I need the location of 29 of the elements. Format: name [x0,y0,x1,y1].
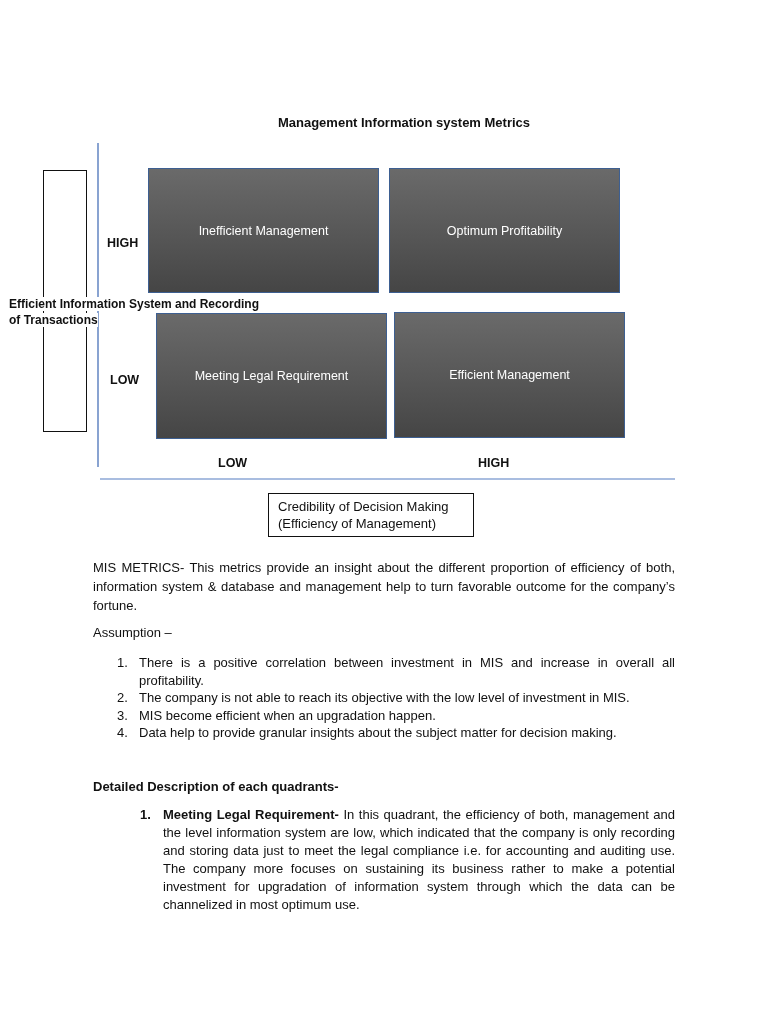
quadrant-label: Optimum Profitability [445,222,564,239]
axis-title: Credibility of Decision Making [278,498,450,515]
list-number: 3. [117,707,128,723]
section-heading: Assumption – [93,625,172,640]
section-heading: Detailed Description of each quadrants- [93,778,339,794]
list-number: 1. [140,806,151,822]
quadrant-box [394,312,625,438]
quadrant-box [389,168,620,293]
quadrant-label: Inefficient Management [197,222,330,239]
list-item-text: The company is not able to reach its objective with the low level of investment in MIS. [139,690,630,705]
list-item-text: Meeting Legal Requirement- In this quadrant, the efficiency of both, management and the level information system are low, which indicated that the company is only recording and storing data just to meet the legal compliance i.e. for accounting and auditing use. The company more focuses on sustaining its business rather to make a potential investment for upgradation of information system through which the data can be channelized in most optimum use. [163,806,675,912]
list-item-text: There is a positive correlation between investment in MIS and increase in overall all profitability. [139,655,675,688]
quadrant-label: Efficient Management [448,367,571,383]
list-item-text: Data help to provide granular insights about the subject matter for decision making. [139,725,617,740]
list-item-text: MIS become efficient when an upgradation happen. [139,707,436,723]
list-number: 4. [117,725,128,740]
list-number: 1. [117,655,128,670]
quadrant-box [156,313,387,439]
axis-title-box [268,493,474,537]
chart-title: Management Information system Metrics [277,115,531,130]
axis-tick-label: HIGH [478,456,510,470]
axis-title: (Efficiency of Management) [278,515,437,532]
axis-tick-label: HIGH [107,236,139,250]
axis-tick-label: LOW [110,373,140,387]
quadrant-box [148,168,379,293]
paragraph: MIS METRICS- This metrics provide an insight about the different proportion of efficiency of both, information system & database and management help to turn favorable outcome for the company’s fortune. [93,560,675,613]
axis-tick-label: LOW [218,456,248,470]
list-number: 2. [117,690,128,705]
quadrant-label: Meeting Legal Requirement [193,368,350,384]
